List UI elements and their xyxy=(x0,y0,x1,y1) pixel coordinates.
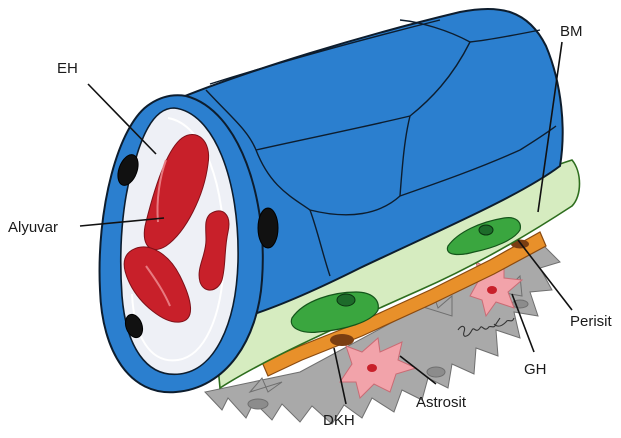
label-dkh: DKH xyxy=(323,412,355,429)
label-perisit: Perisit xyxy=(570,313,613,330)
label-eh: EH xyxy=(57,60,78,77)
label-gh: GH xyxy=(524,361,547,378)
label-bm: BM xyxy=(560,23,583,40)
label-astrosit: Astrosit xyxy=(416,394,467,411)
label-alyuvar: Alyuvar xyxy=(8,219,58,236)
